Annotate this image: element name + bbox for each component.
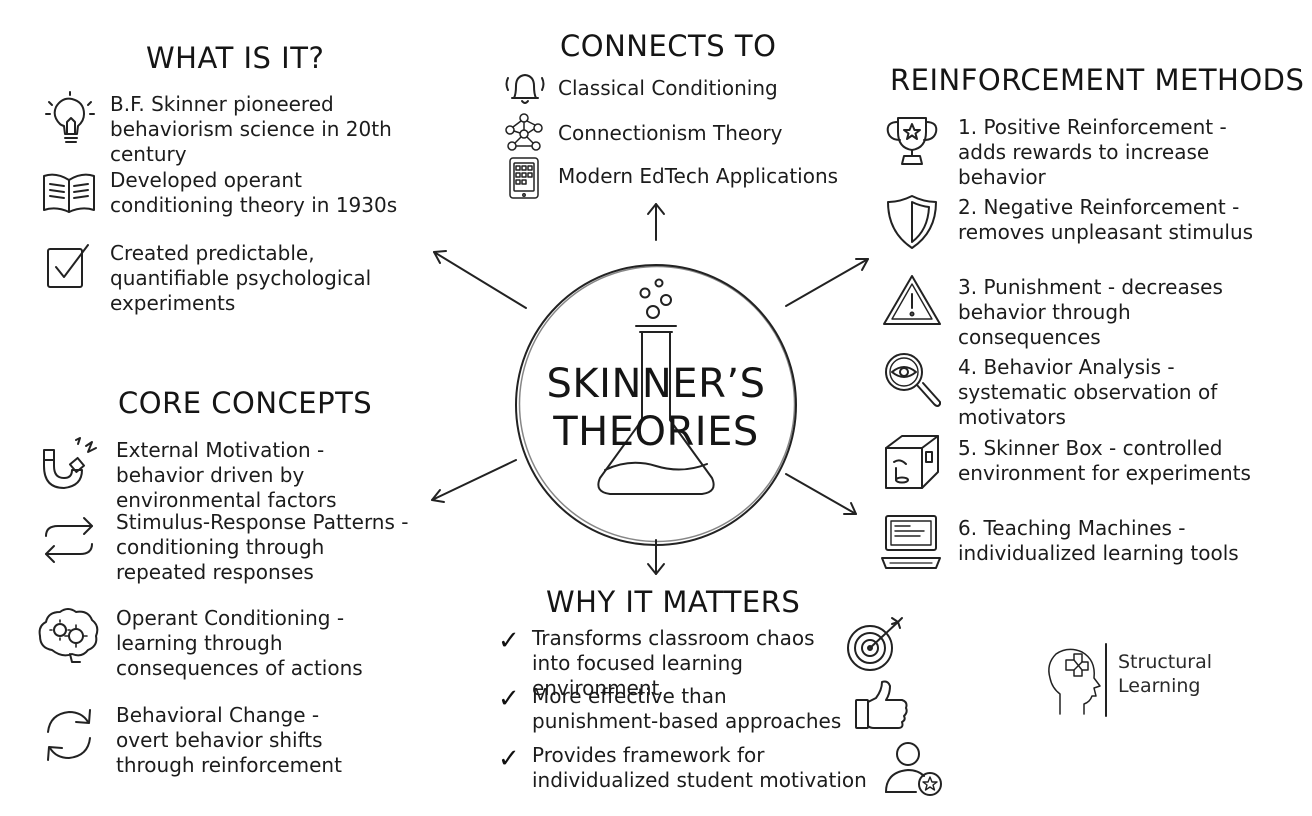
arrow-to-why-it-matters	[647, 539, 665, 575]
open-book-icon	[43, 173, 95, 213]
what-is-it-text-3: Created predictable, quantifiable psycho…	[110, 241, 372, 315]
reinforcement-item: 5. Skinner Box - controlled environment …	[880, 432, 1278, 492]
warning-icon	[883, 275, 941, 325]
core-concepts-text-2: Stimulus-Response Patterns - conditionin…	[116, 510, 409, 584]
center-title-line2: THEORIES	[553, 409, 759, 455]
connects-to-text-3: Modern EdTech Applications	[558, 164, 839, 188]
trophy-icon	[886, 117, 938, 165]
reinforcement-item: 3. Punishment - decreases behavior throu…	[880, 272, 1278, 350]
arrow-to-core-concepts	[431, 459, 517, 503]
brand-line-1: Structural	[1118, 651, 1213, 673]
reinforcement-item: 1. Positive Reinforcement - adds rewards…	[880, 112, 1278, 190]
bell-icon	[505, 74, 545, 104]
connects-to-heading: CONNECTS TO	[560, 29, 777, 63]
check-icon: ✓	[498, 744, 520, 774]
arrow-to-what-is-it	[433, 250, 527, 309]
core-concepts-text-4: Behavioral Change - overt behavior shift…	[116, 703, 342, 777]
arrow-to-connects-to	[647, 203, 665, 241]
skinner-box-icon	[885, 435, 939, 489]
center-title-line1: SKINNER’S	[546, 361, 766, 407]
target-icon	[847, 617, 903, 671]
reinforcement-text-1: 1. Positive Reinforcement - adds rewards…	[958, 115, 1227, 189]
computer-icon	[881, 515, 941, 569]
core-concepts-text-3: Operant Conditioning - learning through …	[116, 606, 363, 680]
checkbox-icon	[47, 244, 89, 288]
reinforcement-item: 4. Behavior Analysis - systematic observ…	[880, 350, 1288, 430]
core-concepts-heading: CORE CONCEPTS	[118, 386, 373, 420]
core-concepts-item: Operant Conditioning - learning through …	[36, 604, 416, 681]
exchange-arrows-icon	[45, 517, 93, 563]
what-is-it-item: Created predictable, quantifiable psycho…	[44, 241, 464, 316]
connects-to-item: Modern EdTech Applications	[506, 156, 838, 202]
reinforcement-item: 6. Teaching Machines - individualized le…	[880, 512, 1278, 572]
magnet-icon	[43, 437, 97, 489]
core-concepts-item: External Motivation - behavior driven by…	[36, 436, 416, 513]
magnifier-eye-icon	[885, 353, 941, 407]
why-it-matters-text-1: Transforms classroom chaos into focused …	[532, 626, 815, 700]
reinforcement-text-2: 2. Negative Reinforcement - removes unpl…	[958, 195, 1254, 244]
arrow-to-right-lower	[785, 473, 857, 515]
why-it-matters-text-2: More effective than punishment-based app…	[532, 684, 842, 733]
what-is-it-heading: WHAT IS IT?	[146, 41, 325, 75]
check-icon: ✓	[498, 684, 520, 714]
check-icon: ✓	[498, 626, 520, 656]
what-is-it-text-2: Developed operant conditioning theory in…	[110, 168, 398, 217]
lightbulb-icon	[45, 91, 95, 143]
why-it-matters-heading: WHY IT MATTERS	[546, 585, 801, 619]
brand-line-2: Learning	[1118, 675, 1201, 697]
flask-icon	[597, 278, 715, 495]
tablet-icon	[509, 157, 539, 199]
what-is-it-item: B.F. Skinner pioneered behaviorism scien…	[40, 91, 460, 167]
thumbs-up-icon	[855, 680, 908, 729]
reinforcement-methods-heading: REINFORCEMENT METHODS	[890, 63, 1305, 97]
reinforcement-text-3: 3. Punishment - decreases behavior throu…	[958, 275, 1223, 349]
what-is-it-item: Developed operant conditioning theory in…	[40, 168, 460, 218]
core-concepts-item: Behavioral Change - overt behavior shift…	[36, 702, 376, 778]
arrow-to-reinforcement	[785, 258, 869, 307]
reinforcement-item: 2. Negative Reinforcement - removes unpl…	[880, 192, 1278, 252]
shield-icon	[887, 195, 937, 249]
connects-to-text-1: Classical Conditioning	[558, 76, 778, 100]
what-is-it-text-1: B.F. Skinner pioneered behaviorism scien…	[110, 92, 392, 166]
reinforcement-text-4: 4. Behavior Analysis - systematic observ…	[958, 355, 1218, 429]
why-it-matters-text-3: Provides framework for individualized st…	[532, 743, 867, 792]
connects-to-item: Classical Conditioning	[502, 68, 778, 108]
brand-name: Structural Learning	[1118, 650, 1212, 698]
connects-to-text-2: Connectionism Theory	[558, 121, 783, 145]
network-icon	[505, 113, 543, 151]
center-title: SKINNER’S THEORIES	[516, 360, 796, 456]
core-concepts-item: Stimulus-Response Patterns - conditionin…	[36, 510, 416, 585]
connects-to-item: Connectionism Theory	[502, 112, 782, 154]
cycle-arrows-icon	[47, 709, 91, 761]
reinforcement-text-6: 6. Teaching Machines - individualized le…	[958, 516, 1239, 565]
core-concepts-text-1: External Motivation - behavior driven by…	[116, 438, 337, 512]
reinforcement-text-5: 5. Skinner Box - controlled environment …	[958, 436, 1251, 485]
brain-gears-icon	[38, 608, 99, 663]
structural-learning-logo	[1048, 643, 1107, 717]
user-star-icon	[885, 742, 942, 796]
